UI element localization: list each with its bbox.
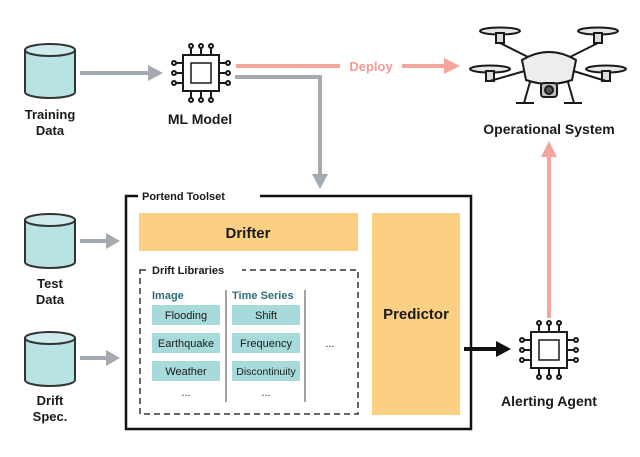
library-column-header-image: Image — [152, 290, 184, 302]
ml-model-chip-icon — [171, 43, 231, 103]
drift-spec-label-line1: Drift — [37, 393, 64, 408]
predictor-label: Predictor — [383, 306, 449, 323]
ml-model-label: ML Model — [168, 111, 232, 127]
library-item: Shift — [232, 305, 300, 325]
arrow-deploy — [236, 58, 460, 74]
arrow-training-to-model — [80, 65, 163, 81]
library-item-label: Shift — [255, 310, 277, 322]
alerting-agent-chip-icon — [519, 320, 579, 380]
drift-spec-cylinder-icon — [24, 331, 76, 387]
deploy-label: Deploy — [349, 59, 393, 74]
library-item: Flooding — [152, 305, 220, 325]
library-column-more-time-series: ... — [261, 387, 270, 399]
library-item-label: Weather — [165, 366, 207, 378]
predictor-box — [372, 213, 460, 415]
library-item: Earthquake — [152, 333, 220, 353]
library-item-label: Discontinuity — [236, 366, 296, 378]
training-data-label-line1: Training — [25, 107, 76, 122]
library-column-header-time-series: Time Series — [232, 290, 294, 302]
arrow-test-data-to-toolset — [80, 233, 120, 249]
drifter-box — [139, 213, 358, 251]
operational-system-label: Operational System — [483, 121, 615, 137]
library-item: Frequency — [232, 333, 300, 353]
portend-toolset-title-bg — [138, 189, 260, 203]
test-data-label-line1: Test — [37, 276, 63, 291]
arrow-model-to-toolset — [235, 75, 328, 189]
arrow-predictor-to-agent — [464, 341, 511, 357]
library-item: Weather — [152, 361, 220, 381]
drifter-label: Drifter — [225, 225, 270, 242]
alerting-agent-label: Alerting Agent — [501, 393, 597, 409]
library-item: Discontinuity — [232, 361, 300, 381]
training-data-label-line2: Data — [36, 123, 65, 138]
portend-toolset-title: Portend Toolset — [142, 191, 225, 203]
test-data-label-line2: Data — [36, 292, 65, 307]
library-column-more-image: ... — [181, 387, 190, 399]
portend-toolset-frame — [124, 194, 473, 431]
arrow-agent-to-system — [541, 141, 557, 318]
test-data-cylinder-icon — [24, 213, 76, 269]
training-data-cylinder-icon — [24, 43, 76, 99]
drone-icon — [469, 26, 627, 104]
drift-libraries-frame — [139, 269, 359, 415]
library-item-label: Flooding — [165, 310, 207, 322]
library-item-label: Earthquake — [158, 338, 214, 350]
drift-libraries-title: Drift Libraries — [152, 265, 224, 277]
library-item-label: Frequency — [240, 338, 292, 350]
arrow-drift-spec-to-toolset — [80, 350, 120, 366]
library-more-columns: ... — [325, 338, 334, 350]
drift-libraries-title-bg — [148, 263, 242, 277]
drift-spec-label-line2: Spec. — [33, 409, 68, 424]
